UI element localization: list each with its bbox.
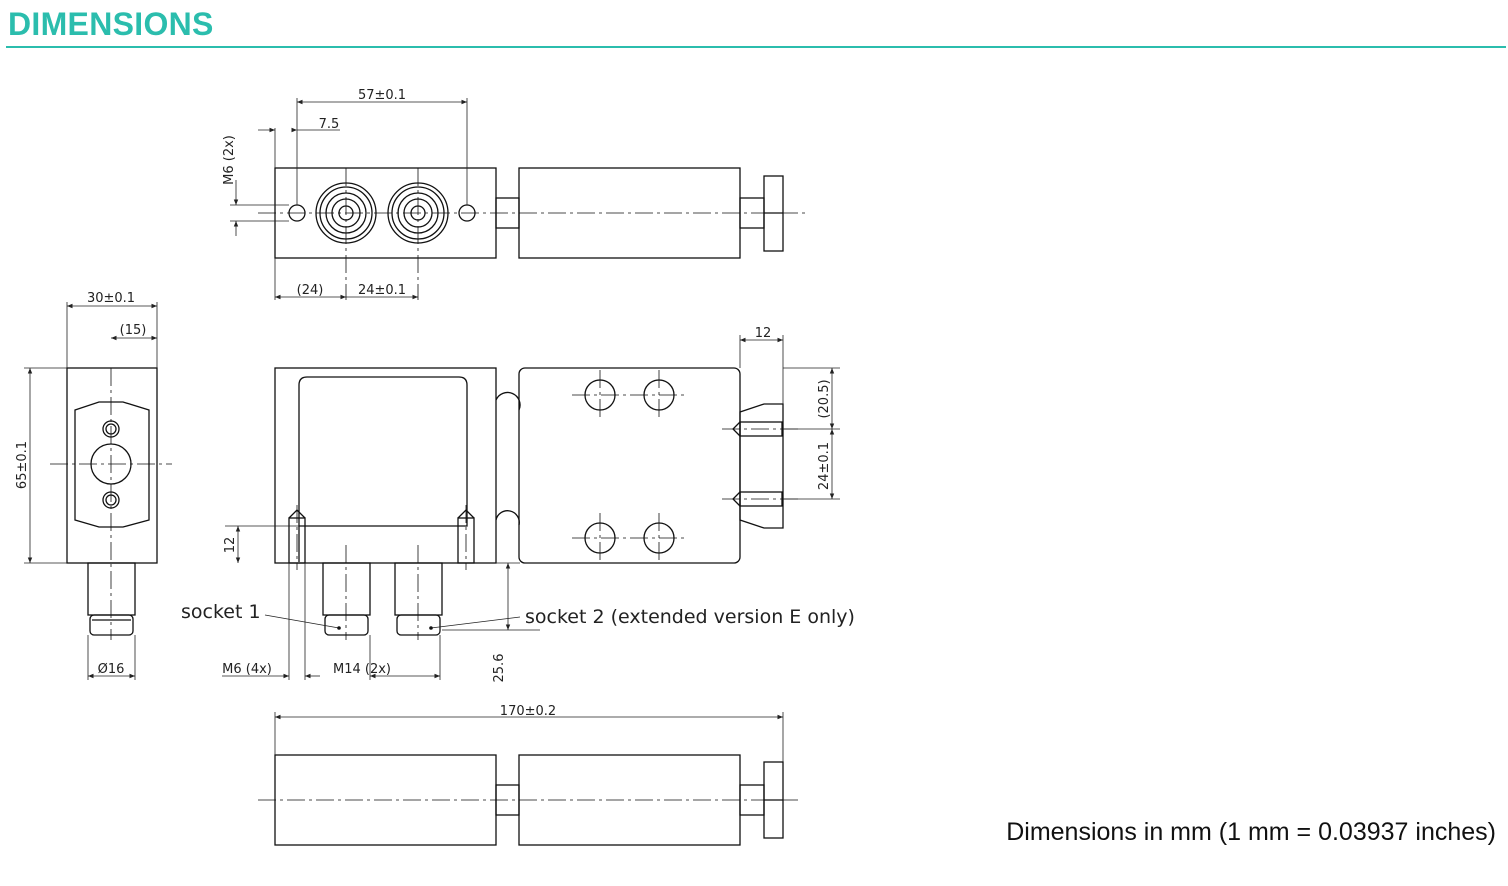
front-view-right-body bbox=[518, 367, 741, 564]
front-view-left-body bbox=[274, 367, 497, 564]
front-view-socket-1 bbox=[322, 562, 371, 616]
section-heading: DIMENSIONS bbox=[8, 6, 214, 42]
front-view-socket-2 bbox=[394, 562, 443, 616]
dim-top-thread: M6 (2x) bbox=[222, 135, 237, 185]
dim-bottom-total: 170±0.2 bbox=[500, 704, 556, 719]
dim-top-offset: 7.5 bbox=[319, 117, 340, 132]
dim-front-thread-m6: M6 (4x) bbox=[222, 662, 272, 677]
dim-front-25-6: 25.6 bbox=[492, 654, 507, 683]
dim-side-height: 65±0.1 bbox=[15, 441, 30, 489]
dim-top-pos2: 24±0.1 bbox=[358, 283, 406, 298]
socket-1-label: socket 1 bbox=[181, 601, 261, 623]
side-view-socket bbox=[87, 562, 136, 616]
dim-right-24: 24±0.1 bbox=[817, 442, 832, 490]
bottom-view-dimensions bbox=[274, 712, 784, 762]
dim-side-diameter: Ø16 bbox=[98, 662, 125, 677]
dim-side-half: (15) bbox=[120, 323, 147, 338]
heading-underline bbox=[6, 46, 1506, 48]
units-note: Dimensions in mm (1 mm = 0.03937 inches) bbox=[1006, 818, 1496, 846]
bottom-view bbox=[258, 754, 800, 846]
dim-top-total: 57±0.1 bbox=[358, 88, 406, 103]
socket-2-label: socket 2 (extended version E only) bbox=[525, 606, 855, 628]
dim-top-pos1: (24) bbox=[297, 283, 324, 298]
dim-right-12: 12 bbox=[755, 326, 772, 341]
dim-front-thread-m14: M14 (2x) bbox=[333, 662, 391, 677]
top-view bbox=[258, 167, 805, 300]
top-view-dimensions bbox=[230, 98, 468, 300]
dim-right-20-5: (20.5) bbox=[817, 379, 832, 418]
front-view bbox=[274, 367, 800, 640]
side-view-body bbox=[66, 367, 158, 564]
side-view-flange bbox=[74, 401, 150, 528]
side-view-dimensions bbox=[24, 302, 158, 680]
front-view-knob bbox=[739, 403, 784, 529]
front-view-right-holes bbox=[584, 379, 675, 554]
front-view-dimensions bbox=[222, 335, 840, 680]
dim-front-12: 12 bbox=[223, 537, 238, 554]
dim-side-width: 30±0.1 bbox=[87, 291, 135, 306]
side-view bbox=[50, 367, 172, 640]
